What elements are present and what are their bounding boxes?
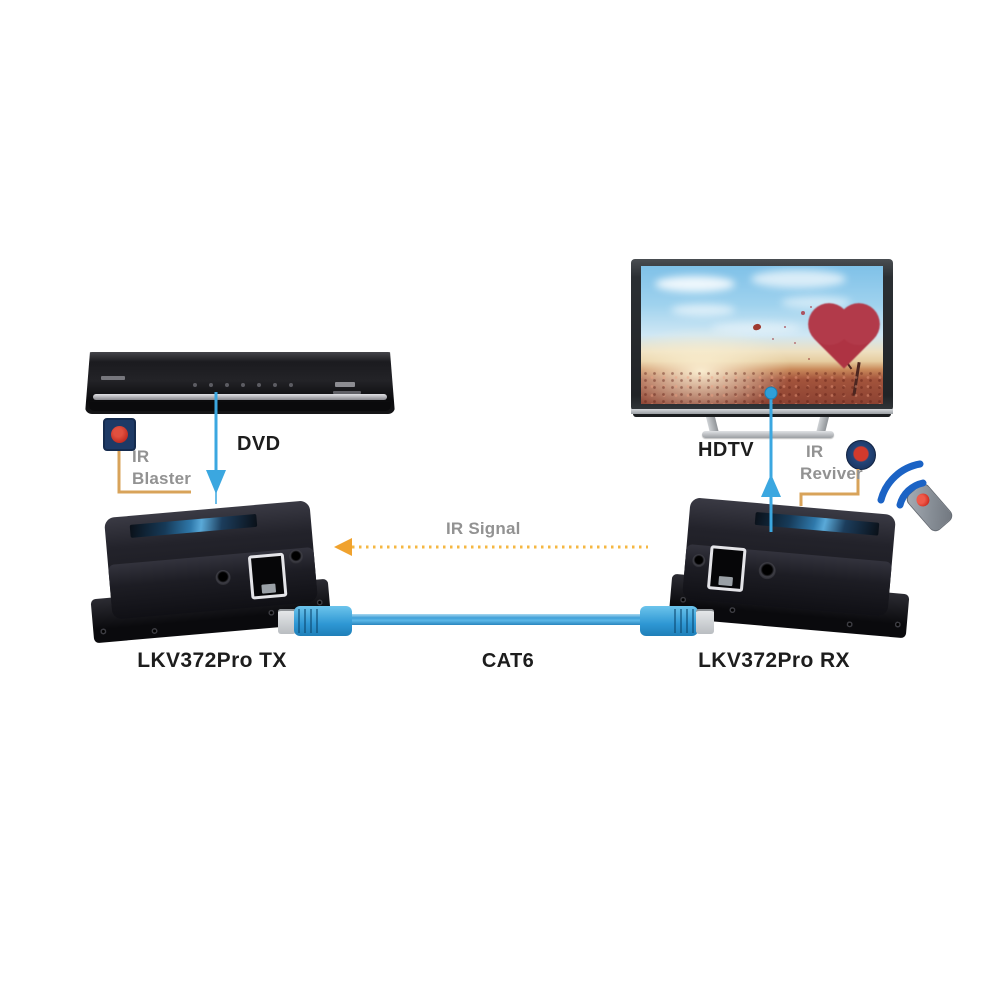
ir-receiver-icon — [846, 440, 876, 470]
remote-waves-icon — [877, 460, 927, 509]
cat6-boot-left — [294, 606, 352, 636]
rx-label: LKV372Pro RX — [698, 649, 850, 672]
ir-reviver-label: IR Reviver — [800, 442, 863, 483]
hdtv-label: HDTV — [698, 439, 755, 461]
cloud-shape — [671, 304, 735, 316]
flower-field — [641, 370, 883, 404]
tv-bottom-strip — [631, 409, 893, 414]
dvd-player — [85, 352, 397, 418]
cloud-shape — [751, 270, 846, 288]
hdmi-arrow-dvd-to-tx — [206, 392, 226, 504]
ir-blaster-led — [111, 426, 128, 443]
tv-bottom-shadow — [633, 414, 891, 417]
tx-label: LKV372Pro TX — [137, 649, 287, 672]
ir-blaster-label: IR Blaster — [132, 447, 192, 488]
cat6-plug-left — [278, 609, 296, 634]
dvd-base — [89, 402, 391, 411]
cat6-cable-run — [298, 614, 694, 625]
ir-reviver-cable — [799, 469, 860, 506]
dvd-hdmi-logo — [335, 382, 355, 387]
cloud-shape — [655, 276, 735, 292]
ir-blaster-icon — [103, 418, 136, 451]
dvd-label: DVD — [237, 433, 281, 455]
ir-signal-label: IR Signal — [446, 519, 521, 538]
cat6-plug-right — [696, 609, 714, 634]
cat6-label: CAT6 — [481, 650, 535, 672]
cat6-boot-right — [640, 606, 698, 636]
ir-blaster-cable — [117, 451, 191, 494]
dvd-brand-logo — [101, 376, 125, 380]
dvd-model-text — [333, 391, 361, 394]
dvd-buttons — [193, 383, 297, 388]
hdmi-arrow-rx-to-tv — [761, 386, 781, 532]
dvd-disc-tray — [93, 394, 387, 400]
scattered-leaves — [801, 311, 805, 315]
tv-stand — [702, 431, 834, 438]
ir-signal-arrow — [334, 538, 648, 556]
